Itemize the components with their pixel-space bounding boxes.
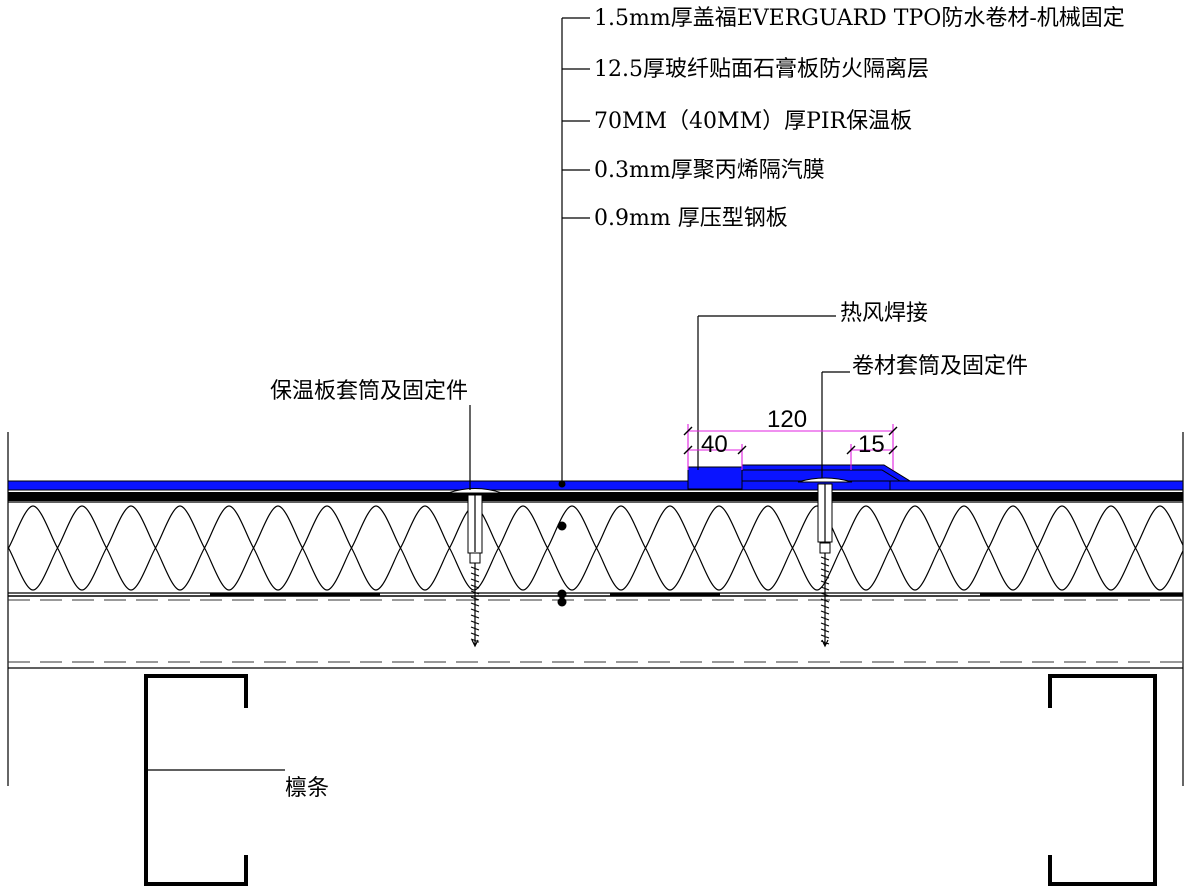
callout-insulation-fastener: 保温板套筒及固定件 xyxy=(270,379,468,404)
callout-pir-insulation: 70MM（40MM）厚PIR保温板 xyxy=(594,109,912,134)
tpo-membrane-layer xyxy=(7,464,1184,491)
callout-hot-air-weld: 热风焊接 xyxy=(840,301,928,326)
steel-deck-layer xyxy=(8,661,1183,669)
dimension-weld-width: 40 xyxy=(701,431,728,458)
hot-air-weld-zone xyxy=(687,466,743,490)
vapour-barrier-layer xyxy=(8,593,1183,601)
membrane-fastener xyxy=(797,477,853,648)
membrane-fastener-leader xyxy=(821,371,850,478)
layer-callout-leader xyxy=(561,17,590,484)
callout-membrane-fastener: 卷材套筒及固定件 xyxy=(852,354,1028,379)
callout-gypsum-board: 12.5厚玻纤贴面石膏板防火隔离层 xyxy=(594,57,929,82)
purlin-left xyxy=(144,674,248,886)
purlin-right xyxy=(1048,674,1157,886)
dimension-overlap: 120 xyxy=(767,406,807,433)
hot-air-weld-leader xyxy=(697,315,836,470)
dimension-lines xyxy=(683,424,898,470)
callout-vapour-barrier: 0.3mm厚聚丙烯隔汽膜 xyxy=(594,158,825,183)
callout-purlin: 檩条 xyxy=(285,776,329,801)
callout-tpo-membrane: 1.5mm厚盖福EVERGUARD TPO防水卷材-机械固定 xyxy=(594,6,1125,31)
dimension-edge-distance: 15 xyxy=(858,431,885,458)
gypsum-board-layer xyxy=(8,492,1183,501)
pir-insulation-layer xyxy=(8,501,1183,594)
callout-steel-deck: 0.9mm 厚压型钢板 xyxy=(594,206,788,231)
insulation-fastener xyxy=(447,488,503,648)
